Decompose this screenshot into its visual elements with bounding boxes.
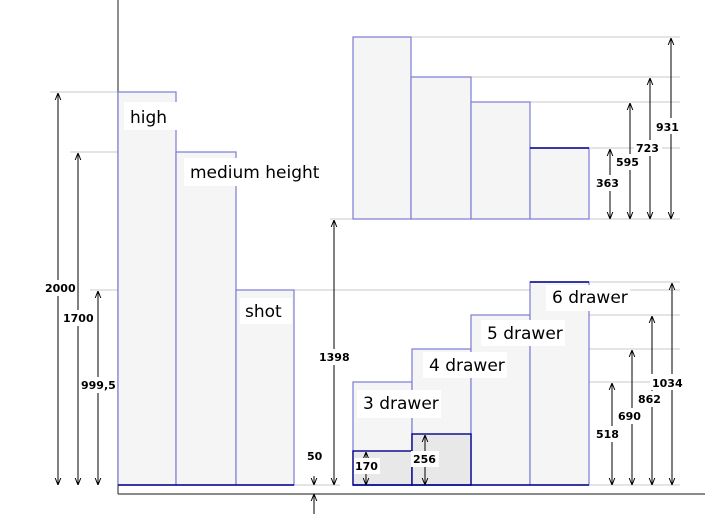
label-6-drawer: 6 drawer bbox=[552, 288, 628, 308]
label-high: high bbox=[130, 108, 167, 128]
dim-256: 256 bbox=[413, 453, 436, 466]
label-shot: shot bbox=[245, 302, 282, 322]
label-3-drawer: 3 drawer bbox=[363, 394, 439, 414]
top-right-cabinets bbox=[352, 36, 590, 220]
left-cabinets bbox=[117, 91, 295, 486]
dim-2000: 2000 bbox=[45, 282, 76, 295]
dim-862: 862 bbox=[638, 393, 661, 406]
top-cabinet-363 bbox=[529, 147, 590, 220]
dim-1034: 1034 bbox=[652, 377, 683, 390]
dim-1398: 1398 bbox=[319, 351, 350, 364]
cabinet-high bbox=[117, 91, 177, 486]
label-5-drawer: 5 drawer bbox=[487, 324, 563, 344]
top-cabinet-931 bbox=[352, 36, 412, 220]
dim-690: 690 bbox=[618, 410, 641, 423]
dim-595: 595 bbox=[616, 156, 639, 169]
dim-1700: 1700 bbox=[63, 312, 94, 325]
drawer-unit-6 bbox=[529, 281, 590, 486]
label-4-drawer: 4 drawer bbox=[429, 356, 505, 376]
label-medium-height: medium height bbox=[190, 163, 320, 183]
dim-999-5: 999,5 bbox=[81, 379, 116, 392]
dim-50: 50 bbox=[307, 450, 323, 463]
dim-518: 518 bbox=[596, 428, 619, 441]
top-cabinet-595 bbox=[470, 101, 531, 220]
cabinet-medium-height bbox=[175, 151, 237, 486]
dim-170: 170 bbox=[355, 460, 378, 473]
dimension-values: 2000 1700 999,5 1398 50 931 723 595 363 … bbox=[45, 121, 683, 473]
dim-931: 931 bbox=[656, 121, 679, 134]
dim-723: 723 bbox=[636, 142, 659, 155]
dim-363: 363 bbox=[596, 177, 619, 190]
top-cabinet-723 bbox=[410, 76, 472, 220]
